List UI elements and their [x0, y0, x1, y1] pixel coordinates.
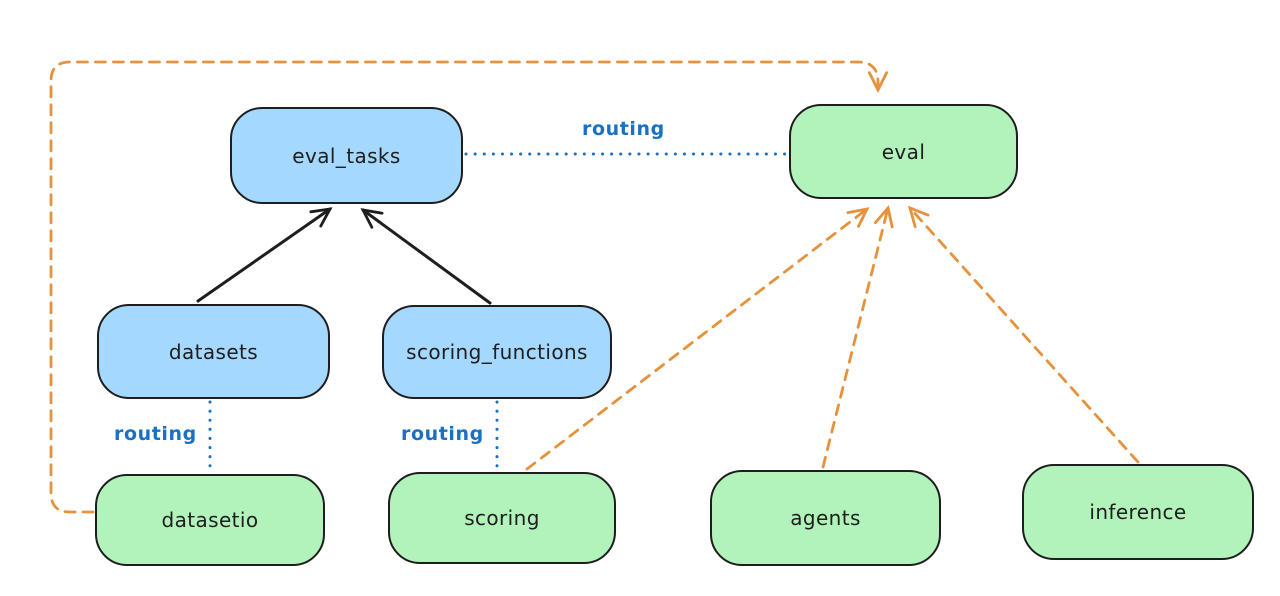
node-eval-label: eval — [881, 139, 926, 164]
edge-label-routing-datasets: routing — [114, 423, 197, 445]
node-agents: agents — [710, 470, 941, 566]
edge-scoring-functions-to-eval-tasks — [360, 208, 492, 305]
edge-label-routing-top: routing — [582, 118, 665, 140]
node-eval-tasks-label: eval_tasks — [292, 143, 401, 168]
node-datasetio: datasetio — [95, 474, 325, 566]
node-scoring-functions-label: scoring_functions — [406, 340, 588, 364]
node-datasetio-label: datasetio — [161, 508, 259, 532]
node-datasets-label: datasets — [168, 339, 259, 364]
node-eval: eval — [789, 104, 1018, 199]
node-scoring-label: scoring — [464, 506, 540, 530]
node-eval-tasks: eval_tasks — [230, 107, 463, 204]
edge-agents-to-eval-dashed — [821, 204, 894, 469]
node-inference-label: inference — [1089, 500, 1187, 524]
edge-datasetio-to-eval-dashed — [49, 60, 889, 514]
edge-inference-to-eval-dashed — [907, 205, 1140, 464]
edge-datasets-to-eval-tasks — [196, 207, 333, 303]
edge-label-routing-scoring: routing — [401, 423, 484, 445]
node-inference: inference — [1022, 464, 1254, 560]
node-scoring-functions: scoring_functions — [382, 305, 612, 399]
edge-scoring-to-eval-dashed — [525, 207, 870, 471]
node-datasets: datasets — [97, 304, 330, 399]
node-scoring: scoring — [388, 472, 616, 564]
node-agents-label: agents — [790, 506, 861, 530]
